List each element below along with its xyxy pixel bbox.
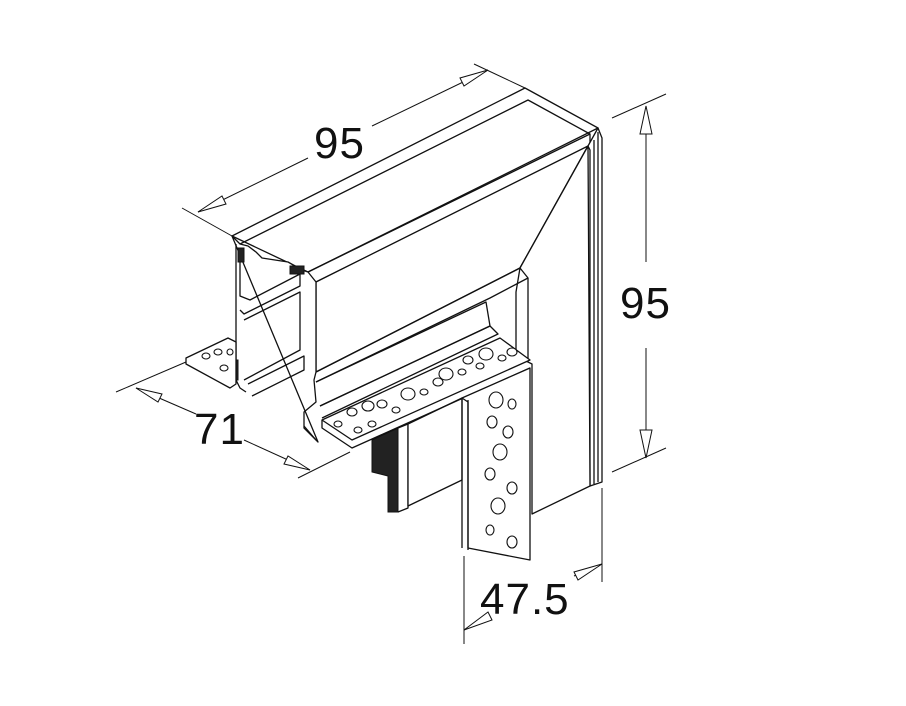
bracket-hole [502, 425, 514, 439]
bracket-hole [478, 347, 494, 361]
bracket-hole [475, 362, 485, 370]
bracket-vertical-leg [461, 367, 531, 561]
inner-ledge [315, 267, 529, 383]
arrow-head [573, 563, 603, 581]
extension-line [181, 207, 233, 237]
dimension-height: 95 [611, 93, 671, 473]
dimension-label-width: 47.5 [480, 575, 570, 624]
perforated-bracket [321, 337, 531, 561]
dimension-label-height: 95 [620, 279, 671, 328]
bracket-hole [462, 355, 474, 365]
arrow-head [197, 195, 227, 213]
arrow-head [639, 429, 653, 459]
bracket-hole [488, 391, 504, 409]
arrow-head [459, 69, 489, 87]
bracket-hole [376, 399, 388, 409]
corner-profile-body [185, 87, 603, 515]
end-profile-inner [235, 244, 247, 393]
bracket-hole [497, 354, 507, 362]
bracket-hole [506, 535, 518, 549]
arrow-head [639, 105, 653, 135]
bracket-hole [400, 387, 416, 401]
bracket-hole [490, 497, 506, 515]
dimension-label-top: 95 [314, 119, 365, 168]
bracket-hole [346, 407, 358, 417]
arrow-head [463, 611, 493, 631]
left-mounting-tab [185, 337, 237, 389]
extension-line [611, 93, 667, 119]
end-profile-foot [303, 425, 317, 441]
recess-plate [407, 397, 463, 507]
tab-hole [219, 364, 229, 372]
bracket-hole [457, 368, 467, 376]
vertical-arm-front [515, 145, 591, 515]
dimension-width: 47.5 [463, 488, 603, 644]
recess-block [371, 427, 399, 513]
top-face-inner-edge [239, 99, 591, 245]
bracket-hole [367, 420, 377, 428]
bracket-hole [506, 347, 518, 357]
tab-hole [226, 348, 234, 356]
bracket-horizontal-leg-edge [321, 367, 531, 449]
bracket-hole [485, 524, 495, 536]
bracket-hole [361, 400, 375, 412]
bracket-hole [484, 467, 496, 481]
dimension-label-depth: 71 [194, 405, 245, 454]
bracket-hole [419, 388, 429, 396]
end-profile-rail-3 [247, 355, 305, 397]
bracket-hole [506, 481, 518, 495]
dimension-top-length: 95 [181, 63, 526, 237]
inner-ledge-lip-2 [319, 325, 499, 419]
bracket-hole [432, 377, 444, 387]
extension-line [297, 451, 351, 479]
end-profile-notch-1 [237, 247, 245, 263]
bracket-hole [492, 443, 508, 461]
dimension-depth: 71 [115, 361, 351, 479]
bracket-hole [353, 426, 363, 434]
tab-hole [201, 352, 211, 360]
recess-edge [397, 423, 409, 513]
extension-line [115, 361, 187, 393]
end-profile-notch-2 [289, 265, 305, 275]
bracket-hole [333, 420, 343, 428]
bracket-hole [438, 367, 454, 381]
bracket-hole [486, 415, 498, 429]
extension-line [611, 447, 667, 473]
end-profile-rail-2 [243, 291, 301, 381]
arrow-head [283, 455, 311, 471]
arrow-head [135, 387, 163, 403]
bracket-hole [507, 398, 517, 410]
bracket-hole [391, 406, 401, 414]
extension-line [473, 63, 526, 89]
tab-hole [213, 348, 223, 356]
